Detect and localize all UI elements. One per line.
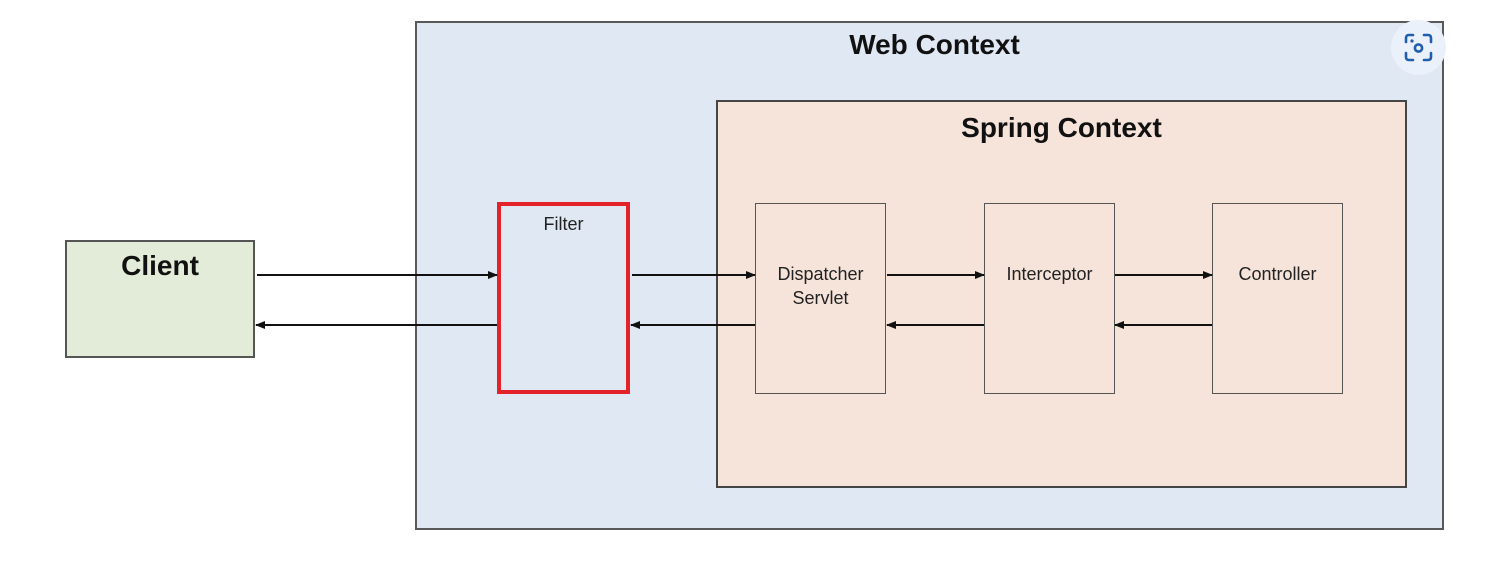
dispatcher-label-line2: Servlet [792,288,849,308]
dispatcher-label-line1: Dispatcher [777,264,864,284]
controller-box: Controller [1212,203,1343,394]
visual-search-button[interactable] [1391,20,1446,75]
filter-label: Filter [543,214,584,234]
dispatcher-servlet-box: Dispatcher Servlet [755,203,886,394]
interceptor-box: Interceptor [984,203,1115,394]
spring-context-title: Spring Context [961,112,1162,143]
controller-label: Controller [1238,264,1317,284]
interceptor-label: Interceptor [1006,264,1093,284]
web-context-title: Web Context [849,29,1020,60]
visual-search-icon [1404,33,1433,62]
client-box: Client [65,240,255,358]
filter-box: Filter [497,202,630,394]
client-label: Client [121,250,199,281]
